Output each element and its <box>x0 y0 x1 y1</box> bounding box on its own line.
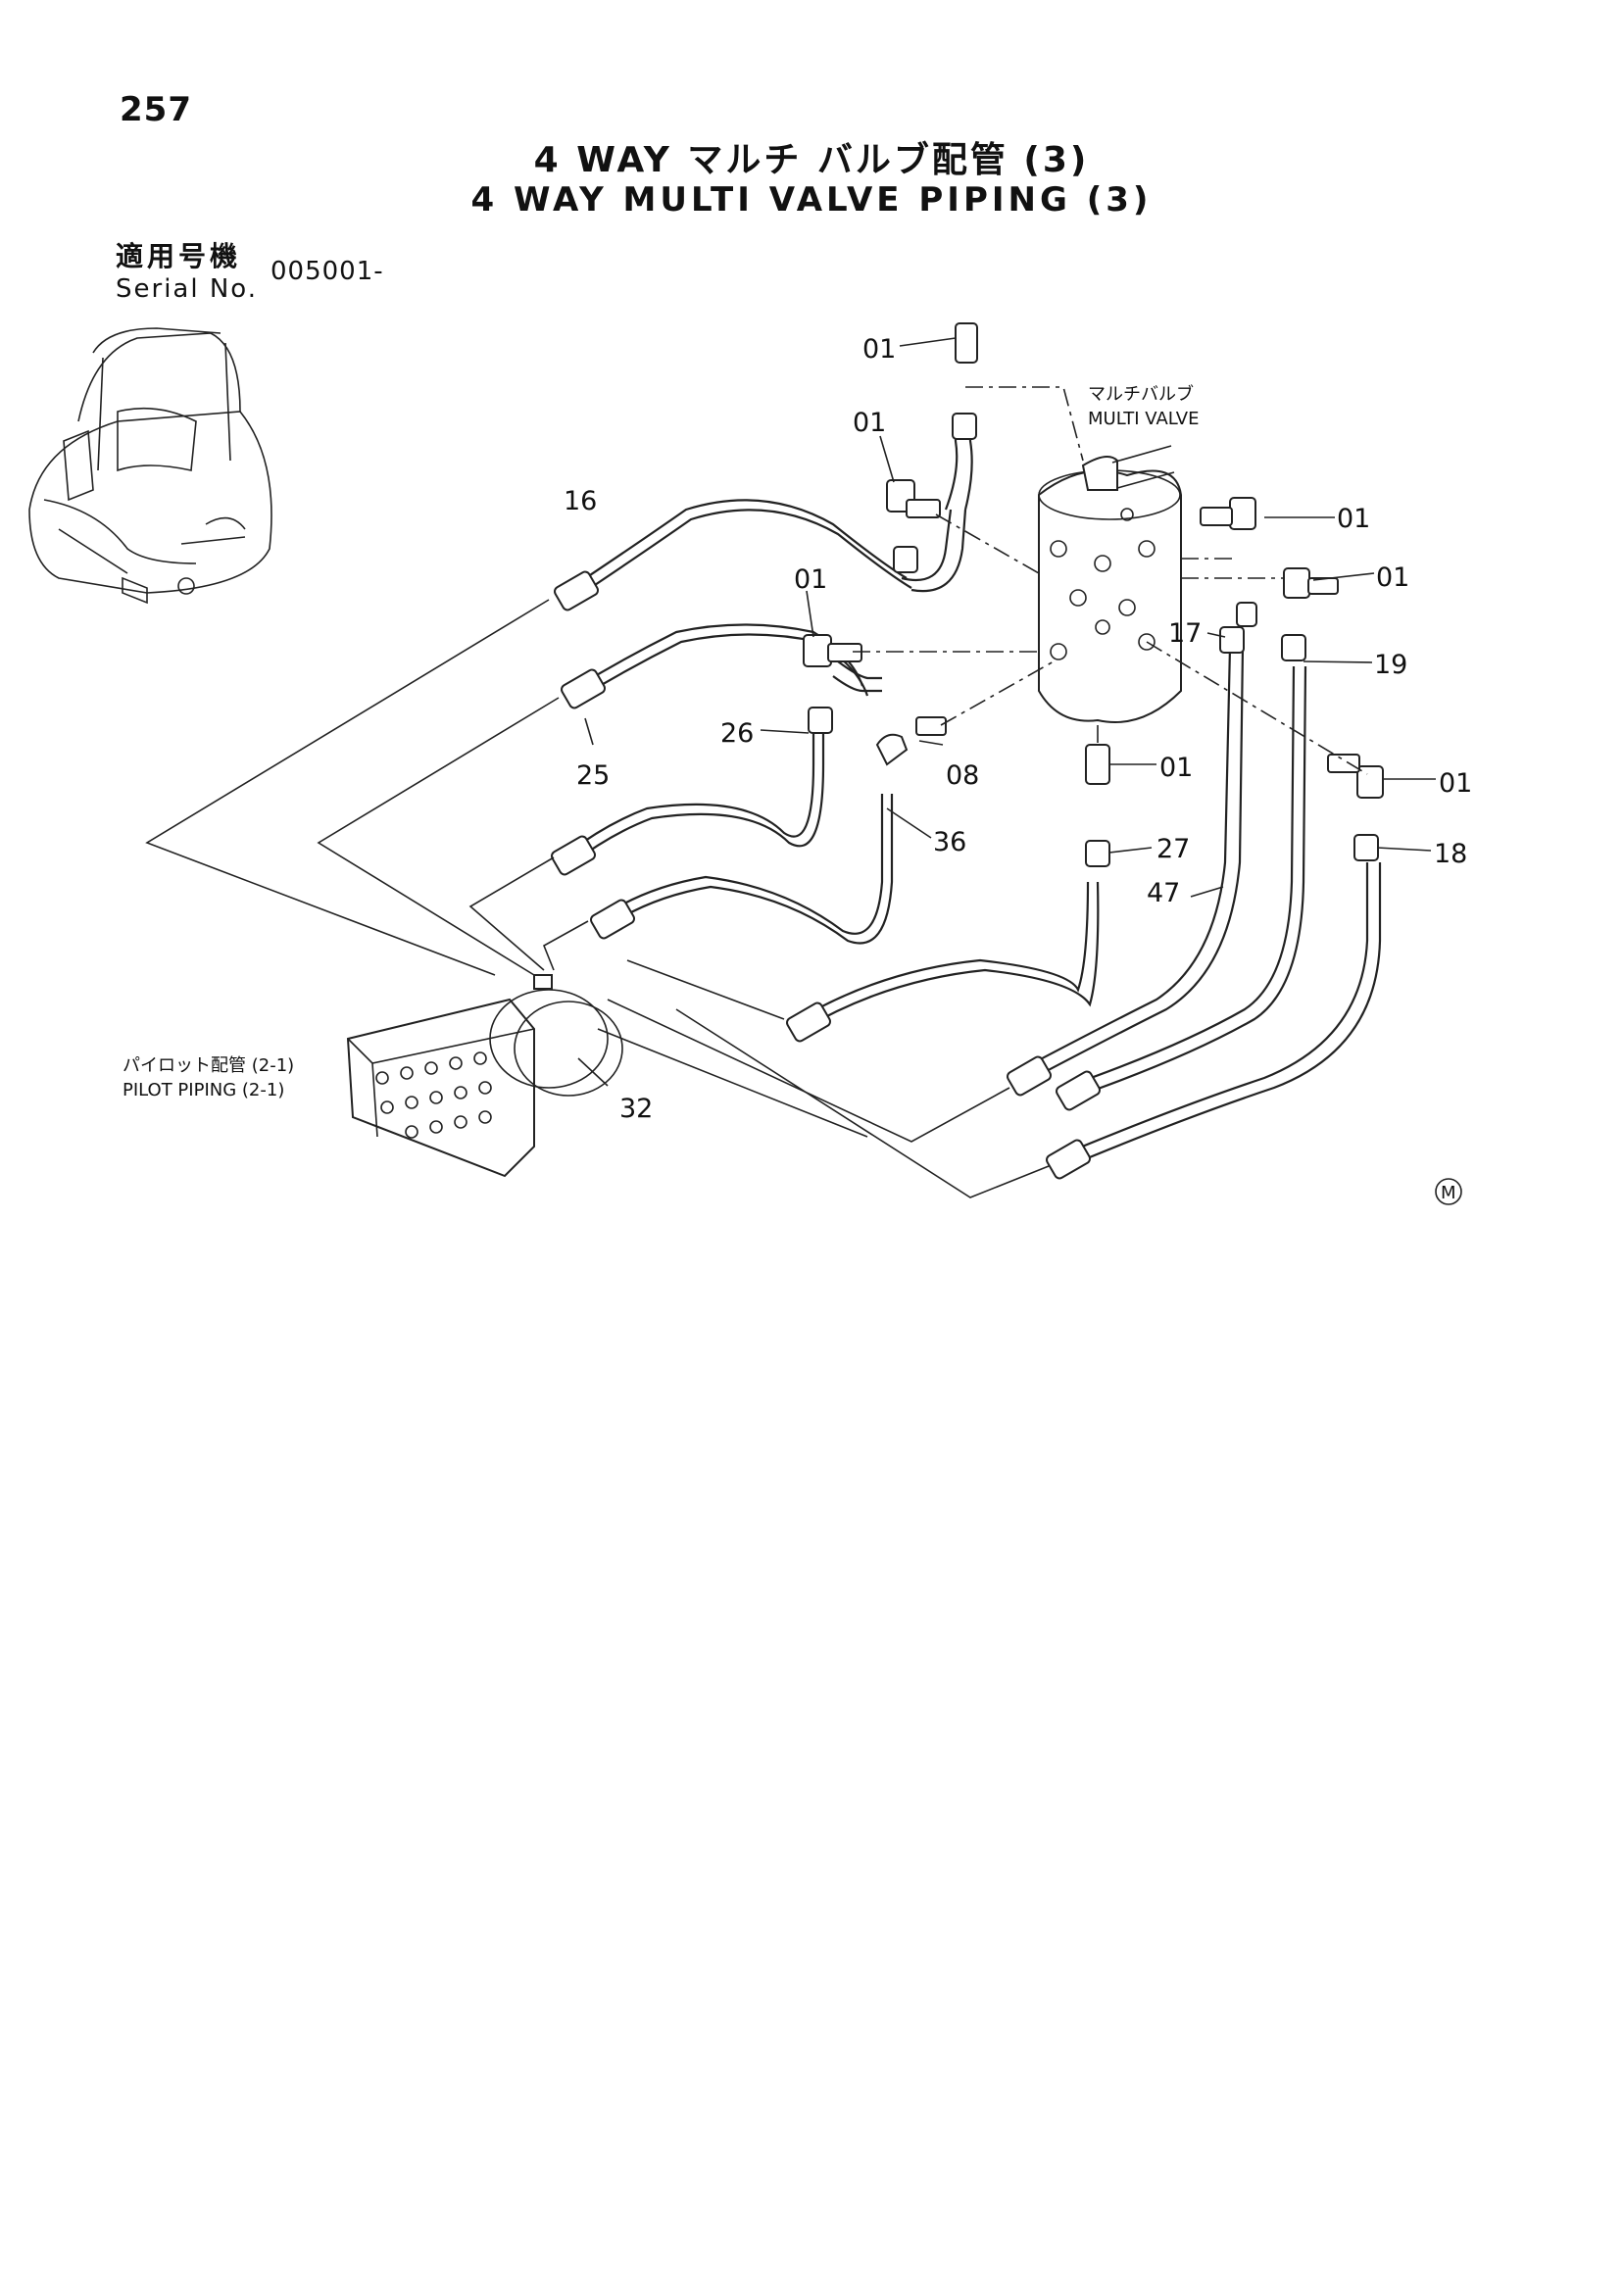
callout-27: 27 <box>1156 834 1190 864</box>
page-number: 257 <box>120 90 192 129</box>
serial-number: 005001- <box>270 257 384 286</box>
pilot-block <box>346 974 623 1178</box>
component-labels: マルチバルブ MULTI VALVE パイロット配管 (2-1) PILOT P… <box>123 383 1200 1100</box>
multi-valve <box>1038 445 1182 723</box>
callout-01-lower: 01 <box>1159 753 1193 783</box>
page-title-english: 4 WAY MULTI VALVE PIPING (3) <box>470 180 1153 220</box>
mark-letter: M <box>1441 1183 1456 1203</box>
callout-26: 26 <box>720 718 754 749</box>
circled-mark: M <box>1435 1178 1462 1205</box>
hose-fittings <box>551 413 1379 1180</box>
callout-36: 36 <box>933 827 966 857</box>
callout-01-right-mid: 01 <box>1376 562 1409 593</box>
callout-labels: 01 01 01 01 01 01 01 16 25 26 08 36 27 4… <box>564 334 1472 1124</box>
callout-25: 25 <box>576 760 610 791</box>
callout-18: 18 <box>1434 839 1467 869</box>
callout-32: 32 <box>619 1094 653 1124</box>
center-lines <box>853 386 1368 775</box>
hose-lines <box>563 431 1382 1168</box>
routing-lines <box>145 599 1050 1198</box>
callout-16: 16 <box>564 486 597 516</box>
serial-label-japanese: 適用号機 <box>116 240 242 272</box>
adapter-fittings <box>803 322 1384 799</box>
callout-17: 17 <box>1168 618 1202 649</box>
multi-valve-label-english: MULTI VALVE <box>1088 409 1200 429</box>
callout-01-upper: 01 <box>853 408 886 438</box>
multi-valve-label-japanese: マルチバルブ <box>1088 383 1194 405</box>
callout-01-right-upper: 01 <box>1337 504 1370 534</box>
pilot-piping-label-japanese: パイロット配管 (2-1) <box>123 1055 294 1076</box>
callout-01-top: 01 <box>862 334 896 365</box>
callout-19: 19 <box>1374 650 1407 680</box>
callout-01-right-lower: 01 <box>1439 768 1472 799</box>
callout-leaders <box>577 337 1436 1087</box>
callout-01-mid: 01 <box>794 564 827 595</box>
page-title-japanese: 4 WAY マルチ バルブ配管 (3) <box>533 140 1090 180</box>
serial-label-english: Serial No. <box>116 274 258 304</box>
machine-thumbnail <box>28 327 272 605</box>
callout-47: 47 <box>1147 878 1180 908</box>
pilot-piping-label-english: PILOT PIPING (2-1) <box>123 1080 284 1100</box>
callout-08: 08 <box>946 760 979 791</box>
